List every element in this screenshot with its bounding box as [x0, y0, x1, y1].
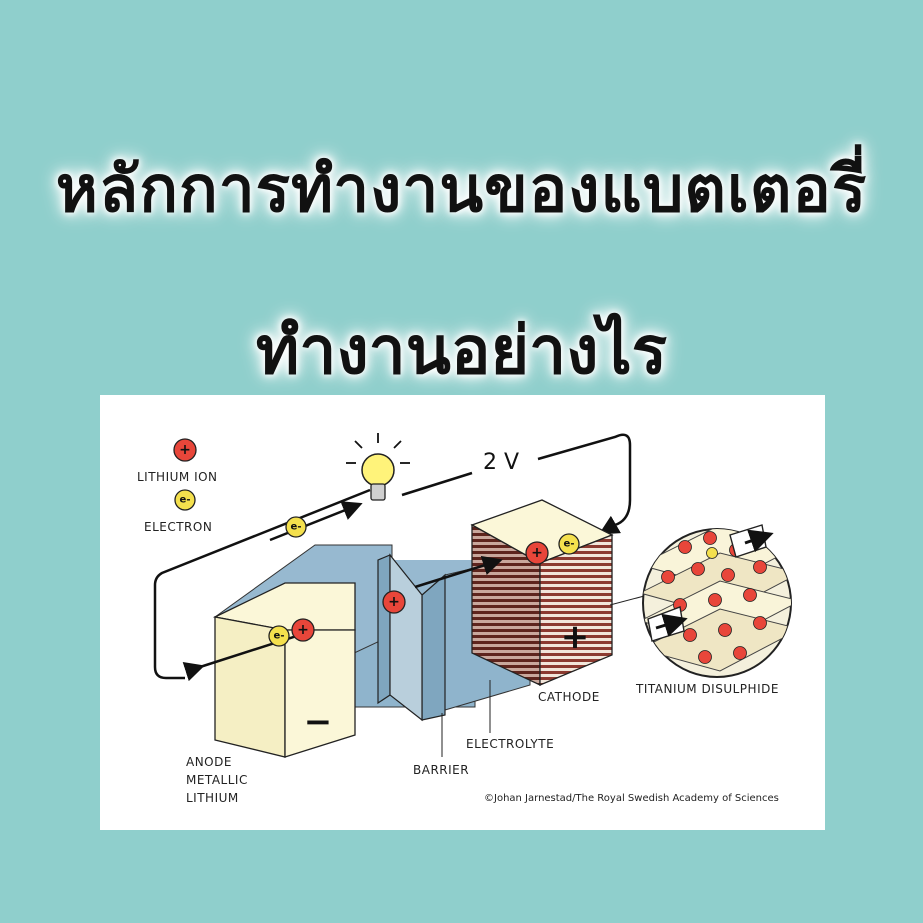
battery-diagram-svg: + LITHIUM ION e- ELECTRON 2 V e- − [137, 433, 792, 805]
ion-flow-arrow [414, 555, 503, 589]
wire-electron-symbol: e- [291, 522, 302, 533]
page-title-line-2: ทำงานอย่างไร [255, 311, 668, 389]
electron-icon-symbol: e- [180, 495, 191, 506]
cathode-electron-symbol: e- [564, 539, 575, 550]
label-titanium-disulphide: TITANIUM DISULPHIDE [635, 682, 779, 696]
page-title-line-1: หลักการทำงานของแบตเตอรี่ [55, 152, 868, 227]
electron-flow-arrow-top [269, 501, 363, 542]
cathode-lithium-ion-symbol: + [531, 545, 543, 561]
legend-electron-label: ELECTRON [144, 520, 212, 534]
wire-to-voltage [401, 471, 473, 497]
moving-lithium-ion-icon [382, 590, 406, 614]
anode-electron-icon [268, 625, 290, 647]
zoom-ion-arrow-bottom [655, 613, 688, 637]
cathode-front [539, 534, 613, 686]
legend-electron: e- ELECTRON [144, 489, 212, 534]
image-credit: ©Johan Jarnestad/The Royal Swedish Acade… [484, 793, 779, 804]
anode-minus-sign: − [304, 702, 333, 742]
battery-diagram: + LITHIUM ION e- ELECTRON 2 V e- − [100, 395, 825, 830]
wire-electron-icon [285, 516, 307, 538]
voltage-label: 2 V [483, 450, 519, 475]
titanium-disulphide-zoom [642, 528, 792, 678]
wire-left [153, 488, 371, 680]
lithium-ion-icon [173, 438, 197, 462]
light-bulb-icon [346, 433, 410, 501]
legend-lithium-ion-label: LITHIUM ION [137, 470, 218, 484]
wire-right [537, 433, 632, 535]
label-anode: ANODE [186, 755, 232, 769]
label-lithium: LITHIUM [186, 791, 239, 805]
zoom-leader-line [609, 594, 649, 606]
anode-lithium-ion-symbol: + [297, 622, 309, 638]
anode-front [284, 629, 356, 758]
anode-electron-symbol: e- [274, 631, 285, 642]
barrier-plate [421, 573, 446, 721]
cathode-plus-sign: + [561, 617, 590, 657]
anode-lithium-ion-icon [291, 618, 315, 642]
moving-lithium-ion-symbol: + [388, 594, 400, 610]
label-barrier: BARRIER [413, 763, 469, 777]
label-metallic: METALLIC [186, 773, 248, 787]
cathode-lithium-ion-icon [525, 541, 549, 565]
cathode-electron-icon [558, 533, 580, 555]
legend-lithium-ion: + LITHIUM ION [137, 438, 218, 484]
label-electrolyte: ELECTROLYTE [466, 737, 554, 751]
lithium-ion-icon-symbol: + [179, 442, 191, 458]
zoom-ion-arrow-top [744, 529, 774, 553]
label-cathode: CATHODE [538, 690, 600, 704]
electron-icon [174, 489, 196, 511]
barrier-plate-left [377, 554, 391, 705]
